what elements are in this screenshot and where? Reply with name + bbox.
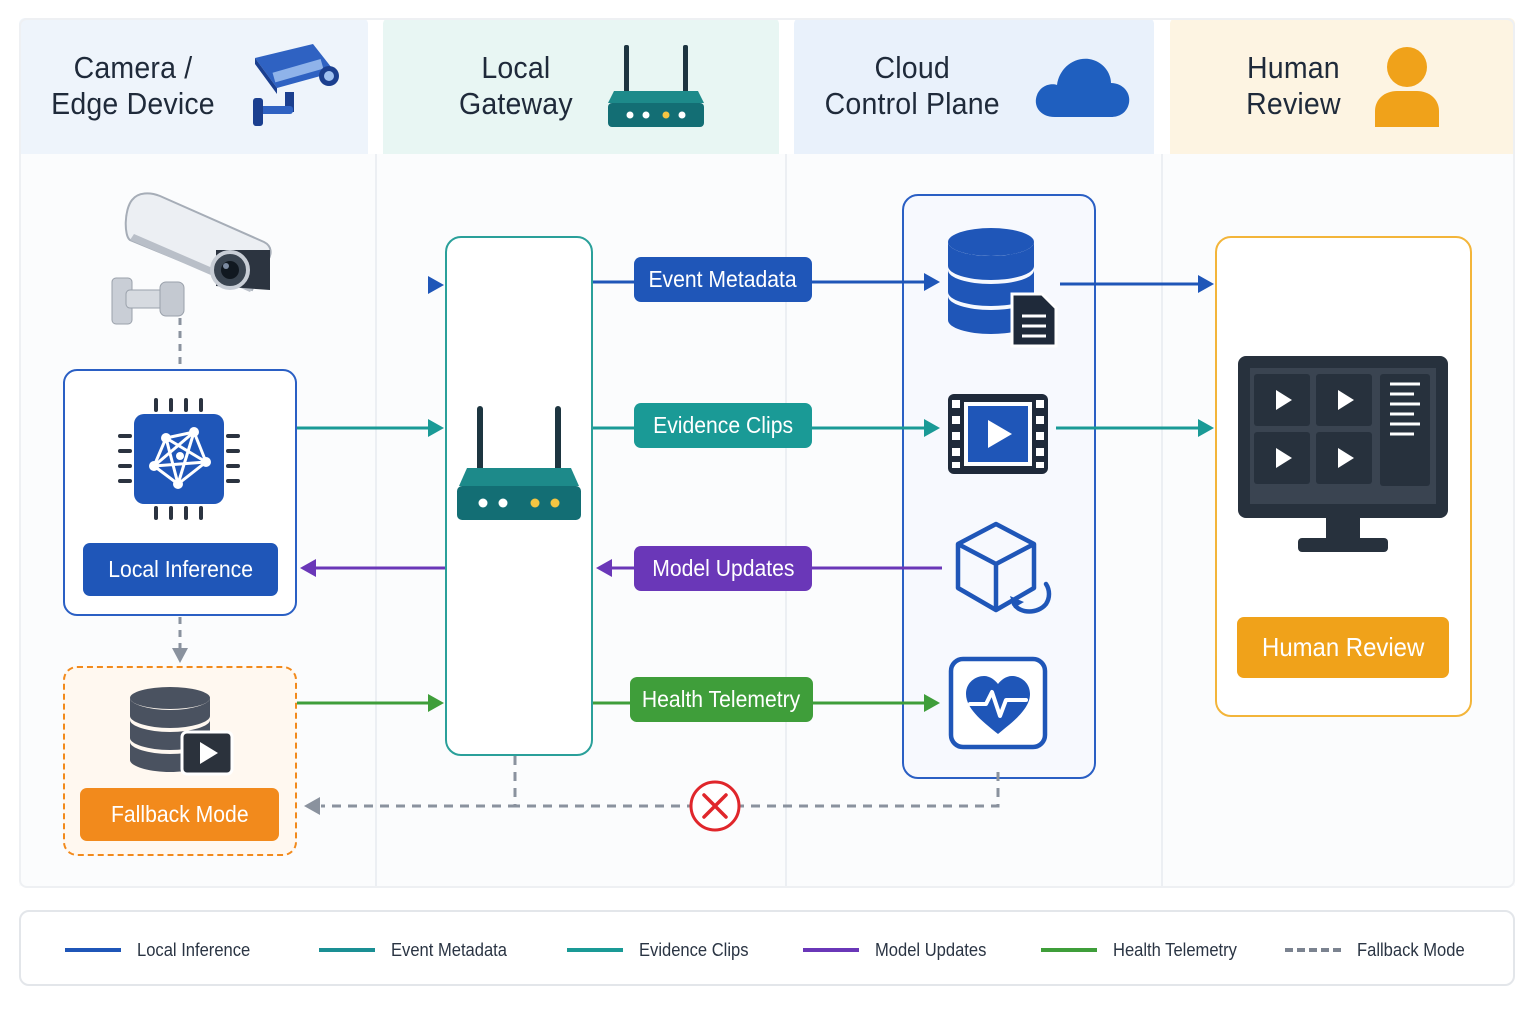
legend-item-event-metadata: Event Metadata [319,912,517,988]
lane-divider [785,154,787,886]
local-inference-label: Local Inference [83,543,278,596]
evidence-clips-label: Evidence Clips [634,403,812,448]
legend-swatch [567,948,623,952]
fallback-mode-label: Fallback Mode [80,788,279,841]
fallback-to-gateway-arrow [297,694,444,712]
legend-item-local-inference: Local Inference [65,912,260,988]
cloud-to-human-metadata-arrow [1060,275,1214,293]
legend-label: Fallback Mode [1357,939,1465,960]
package-update-icon [955,521,1052,614]
lane-divider [375,154,377,886]
legend-label: Model Updates [875,939,987,960]
legend-item-health-telemetry: Health Telemetry [1041,912,1248,988]
legend-label: Health Telemetry [1113,939,1237,960]
disconnected-x-icon [689,780,741,832]
lane-divider [1161,154,1163,886]
legend-item-fallback-mode: Fallback Mode [1285,912,1474,988]
legend-swatch [319,948,375,952]
storage-video-icon [130,687,234,776]
health-heart-icon [948,656,1048,750]
database-document-icon [948,228,1058,348]
human-review-label: Human Review [1237,617,1449,678]
legend: Local Inference Event Metadata Evidence … [19,910,1515,986]
legend-item-model-updates: Model Updates [803,912,996,988]
camera-icon [111,192,272,325]
person-icon [1374,47,1439,127]
fallback-return-dashed [304,756,1000,815]
legend-swatch [1041,948,1097,952]
video-clip-icon [948,394,1048,474]
router-icon [607,45,704,127]
legend-item-evidence-clips: Evidence Clips [567,912,758,988]
legend-label: Local Inference [137,939,251,960]
security-camera-icon [253,44,340,126]
gateway-to-inference-arrow [300,559,445,577]
legend-label: Event Metadata [391,939,508,960]
gateway-router-icon [457,406,581,520]
cloud-to-human-clips-arrow [1056,419,1214,437]
legend-swatch [1285,948,1341,952]
model-updates-label: Model Updates [634,546,812,591]
review-monitor-icon [1238,356,1448,552]
legend-swatch [65,948,121,952]
inference-to-gateway-arrow [297,419,444,437]
camera-to-gateway-arrow [295,276,444,294]
legend-label: Evidence Clips [639,939,749,960]
cloud-icon [1036,58,1130,117]
lane-title-camera: Camera /Edge Device [50,50,215,121]
event-metadata-label: Event Metadata [634,257,812,302]
legend-swatch [803,948,859,952]
inference-to-fallback-dashed [172,617,188,663]
ai-chip-icon [118,398,240,520]
health-telemetry-label: Health Telemetry [630,677,813,722]
lane-header-camera: Camera /Edge Device [19,18,368,154]
